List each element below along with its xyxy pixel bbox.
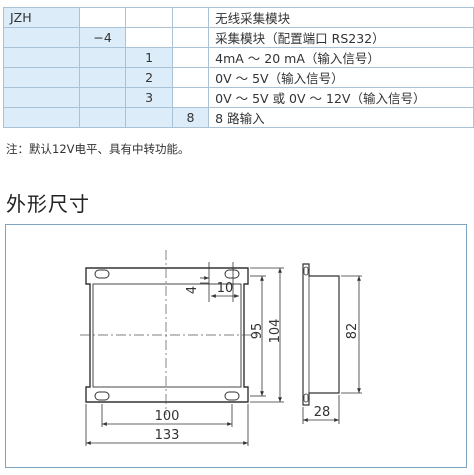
center-lines — [80, 250, 256, 415]
section-title: 外形尺寸 — [6, 192, 90, 216]
table-row: −4 采集模块（配置端口 RS232） — [3, 27, 474, 48]
code-cell — [171, 47, 210, 68]
description-cell: 采集模块（配置端口 RS232） — [208, 27, 474, 48]
code-cell — [125, 27, 173, 48]
dim-label-4: 4 — [185, 286, 200, 294]
mount-slot — [224, 269, 240, 279]
code-cell — [3, 27, 80, 48]
side-view — [302, 263, 340, 406]
table-row: 2 0V ～ 5V（输入信号） — [3, 67, 474, 88]
footnote: 注：默认12V电平、具有中转功能。 — [6, 142, 190, 156]
code-cell — [3, 67, 80, 88]
table-row: 1 4mA ～ 20 mA（输入信号） — [3, 47, 474, 68]
table-row: JZH 无线采集模块 — [3, 7, 474, 28]
description-cell: 8 路输入 — [208, 107, 474, 128]
dim-label-104: 104 — [268, 319, 283, 344]
model-code-table: JZH 无线采集模块 −4 采集模块（配置端口 RS232） 1 4mA ～ 2… — [3, 7, 474, 128]
dim-label-133: 133 — [155, 428, 180, 443]
code-cell — [3, 47, 80, 68]
code-cell: 1 — [125, 47, 173, 68]
code-cell: −4 — [78, 27, 127, 48]
code-cell: 3 — [125, 87, 173, 108]
code-cell: JZH — [3, 7, 80, 28]
dim-label-82: 82 — [345, 323, 360, 340]
mount-slot — [94, 391, 110, 401]
code-cell — [78, 47, 127, 68]
dim-label-100: 100 — [155, 409, 180, 424]
code-cell — [78, 67, 127, 88]
dimension-lines — [85, 262, 284, 446]
code-cell: 8 — [171, 107, 210, 128]
dim-label-95: 95 — [250, 323, 265, 340]
dim-label-28: 28 — [314, 405, 331, 420]
mount-slot — [224, 391, 240, 401]
front-view — [85, 267, 249, 403]
description-cell: 4mA ～ 20 mA（输入信号） — [208, 47, 474, 68]
drawing-frame — [5, 224, 467, 468]
code-cell — [171, 87, 210, 108]
table-row: 8 8 路输入 — [3, 107, 474, 128]
dim-label-10: 10 — [217, 281, 234, 296]
side-dimension-lines — [302, 275, 362, 424]
mount-slot — [94, 269, 110, 279]
code-cell — [3, 87, 80, 108]
code-cell: 2 — [125, 67, 173, 88]
code-cell — [78, 107, 127, 128]
table-row: 3 0V ～ 5V 或 0V ～ 12V（输入信号） — [3, 87, 474, 108]
